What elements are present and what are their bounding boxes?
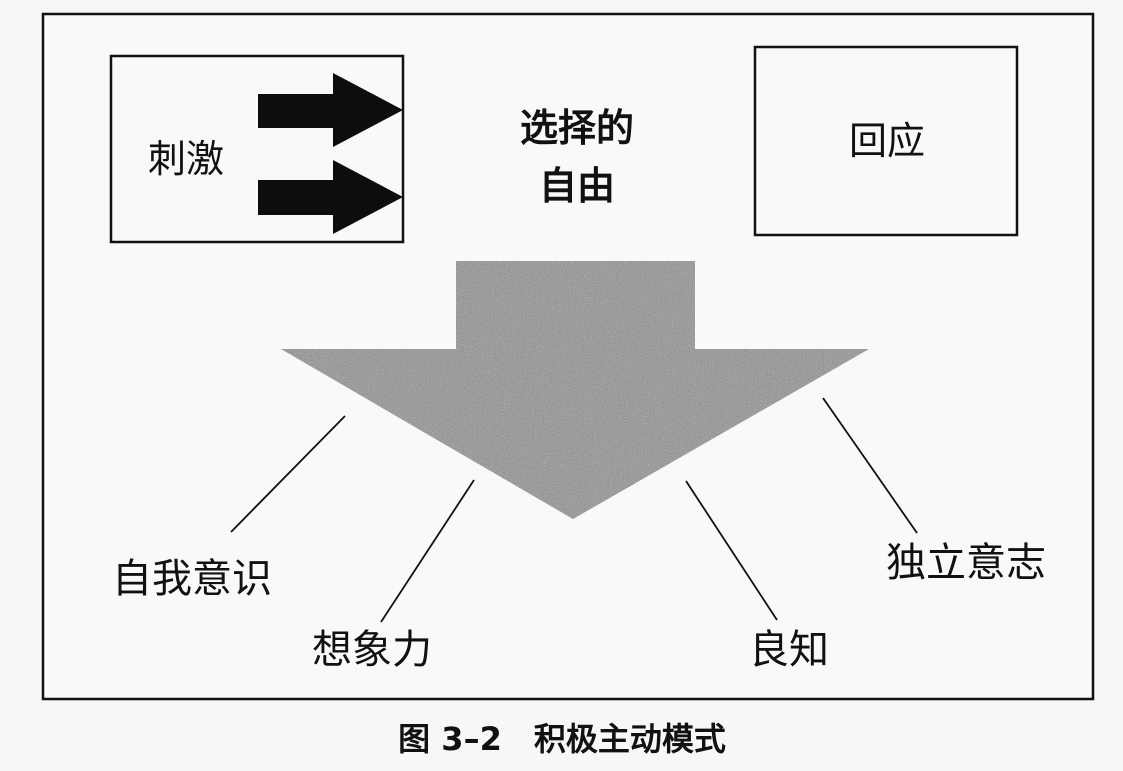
response-box (753, 45, 1019, 237)
connector-independent-will (822, 397, 918, 534)
connector-imagination (380, 479, 475, 623)
label-independent-will: 独立意志 (886, 540, 1046, 586)
freedom-to-choose-line2: 自由 (539, 164, 615, 208)
label-imagination: 想象力 (312, 627, 432, 673)
freedom-to-choose-line1: 选择的 (520, 106, 634, 150)
figure-caption: 图 3–2 积极主动模式 (398, 720, 726, 758)
stimulus-label: 刺激 (148, 137, 224, 181)
connector-self-awareness (230, 415, 346, 533)
stimulus-arrow-lower (258, 160, 403, 234)
stimulus-box (109, 54, 405, 244)
big-down-arrow (281, 261, 869, 519)
stimulus-arrow-upper (258, 73, 403, 147)
label-self-awareness: 自我意识 (112, 556, 272, 602)
response-label: 回应 (849, 119, 925, 163)
connector-conscience (685, 480, 778, 621)
label-conscience: 良知 (749, 627, 829, 673)
